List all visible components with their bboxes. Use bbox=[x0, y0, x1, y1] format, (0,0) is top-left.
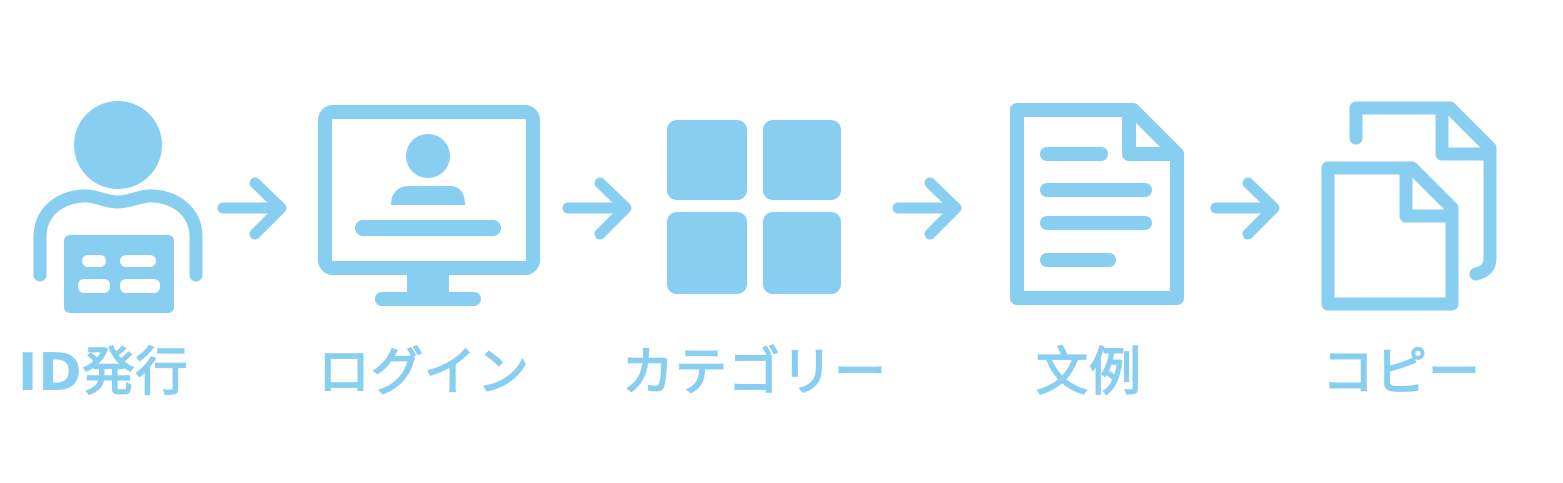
step-label-copy: コピー bbox=[1322, 343, 1482, 403]
copy-documents-icon bbox=[1318, 98, 1503, 318]
category-grid-icon bbox=[665, 118, 845, 298]
arrow-right-icon bbox=[215, 175, 295, 249]
step-label-category: カテゴリー bbox=[622, 343, 888, 403]
document-text-icon bbox=[1005, 98, 1190, 313]
arrow-right-icon bbox=[890, 175, 970, 249]
monitor-login-icon bbox=[315, 100, 545, 310]
arrow-right-icon bbox=[560, 175, 640, 249]
id-badge-user-icon bbox=[30, 95, 210, 320]
step-label-login: ログイン bbox=[318, 343, 531, 403]
step-label-id-issue: ID発行 bbox=[18, 343, 189, 403]
step-label-example: 文例 bbox=[1036, 343, 1143, 403]
arrow-right-icon bbox=[1208, 175, 1288, 249]
